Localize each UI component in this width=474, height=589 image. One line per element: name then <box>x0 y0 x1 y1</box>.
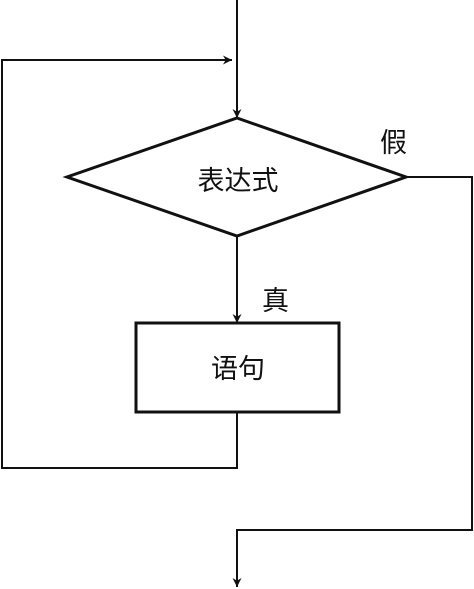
condition-label: 表达式 <box>198 166 279 197</box>
false-label: 假 <box>380 128 407 159</box>
true-label: 真 <box>262 286 289 317</box>
loop-back-path <box>1 55 238 469</box>
statement-label: 语句 <box>211 354 265 385</box>
statement-box <box>134 321 341 414</box>
false-branch-path <box>232 176 473 587</box>
